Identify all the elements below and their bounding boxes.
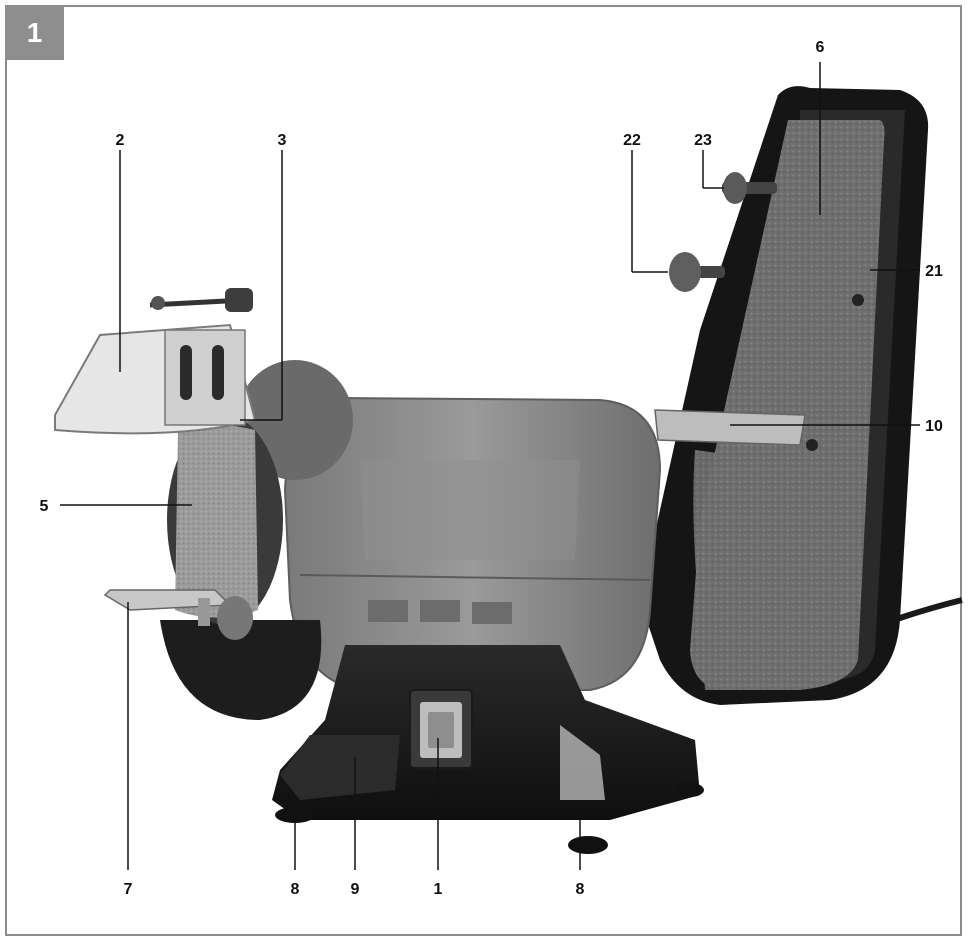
wheel-tool-rest	[103, 589, 253, 640]
frame-screw	[852, 294, 864, 306]
callout-8-left: 8	[291, 881, 300, 898]
callout-1: 1	[434, 881, 443, 898]
callout-2: 2	[116, 132, 125, 149]
callout-3: 3	[278, 132, 287, 149]
grinding-wheel	[167, 415, 283, 625]
tracking-knob	[722, 172, 777, 204]
base	[272, 645, 704, 854]
tension-knob	[669, 252, 725, 292]
figure-number-badge: 1	[5, 5, 64, 60]
callout-21: 21	[925, 263, 943, 280]
callout-8-right: 8	[576, 881, 585, 898]
callout-10: 10	[925, 418, 943, 435]
eye-shield	[54, 288, 257, 435]
callout-6: 6	[816, 39, 825, 56]
leader-lines	[60, 62, 920, 870]
motor-housing	[283, 396, 662, 691]
callout-5: 5	[40, 498, 49, 515]
figure-frame	[5, 5, 962, 936]
callout-22: 22	[623, 132, 641, 149]
callout-9: 9	[351, 881, 360, 898]
on-off-switch	[409, 689, 473, 769]
callout-23: 23	[694, 132, 712, 149]
callout-7: 7	[124, 881, 133, 898]
